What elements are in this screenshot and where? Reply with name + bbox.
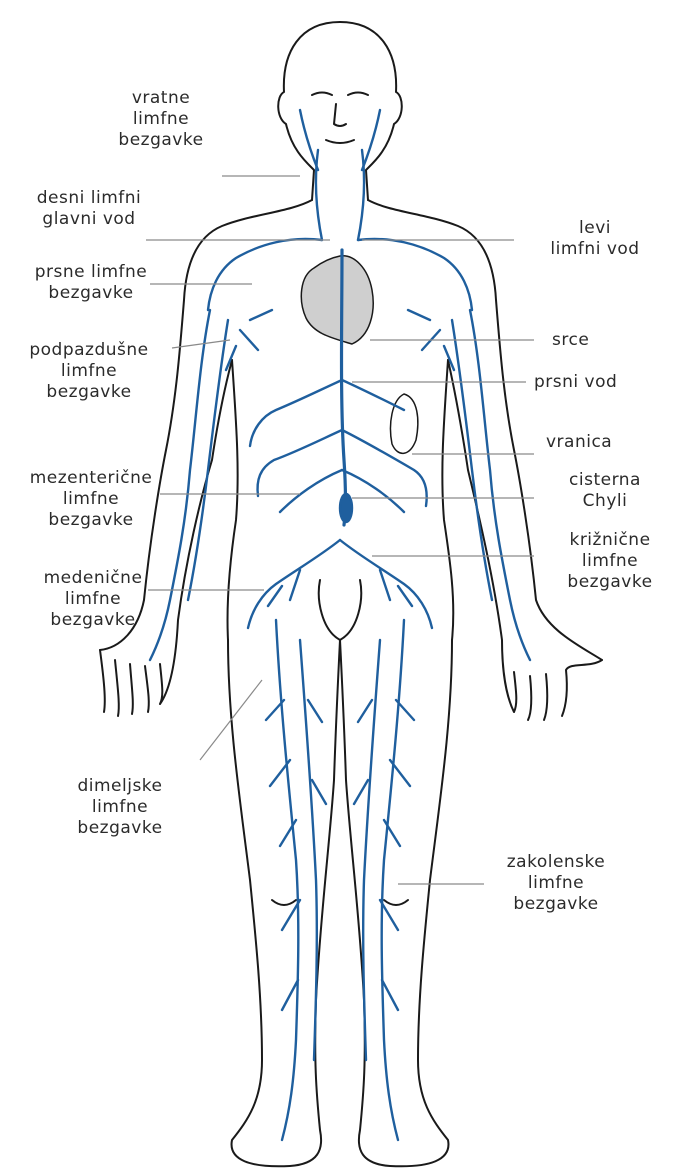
heart-shape: [301, 256, 373, 344]
label-cisterna-chyli: cisterna Chyli: [540, 470, 670, 512]
leader-inguinal: [200, 680, 262, 760]
label-axillary-nodes: podpazdušne limfne bezgavke: [2, 340, 176, 403]
label-sacral-nodes: križnične limfne bezgavke: [548, 530, 672, 593]
label-heart: srce: [552, 330, 662, 351]
label-popliteal-nodes: zakolenske limfne bezgavke: [476, 852, 636, 915]
spleen-shape: [391, 394, 418, 453]
label-pelvic-nodes: medenične limfne bezgavke: [18, 568, 168, 631]
label-mesenteric-nodes: mezenterične limfne bezgavke: [0, 468, 182, 531]
label-right-lymphatic-duct: desni limfni glavni vod: [14, 188, 164, 230]
label-inguinal-nodes: dimeljske limfne bezgavke: [50, 776, 190, 839]
label-spleen: vranica: [546, 432, 666, 453]
label-thoracic-nodes: prsne limfne bezgavke: [6, 262, 176, 304]
label-cervical-nodes: vratne limfne bezgavke: [96, 88, 226, 151]
body-outline: [100, 22, 602, 1166]
label-left-lymphatic-duct: levi limfni vod: [520, 218, 670, 260]
label-thoracic-duct: prsni vod: [534, 372, 664, 393]
